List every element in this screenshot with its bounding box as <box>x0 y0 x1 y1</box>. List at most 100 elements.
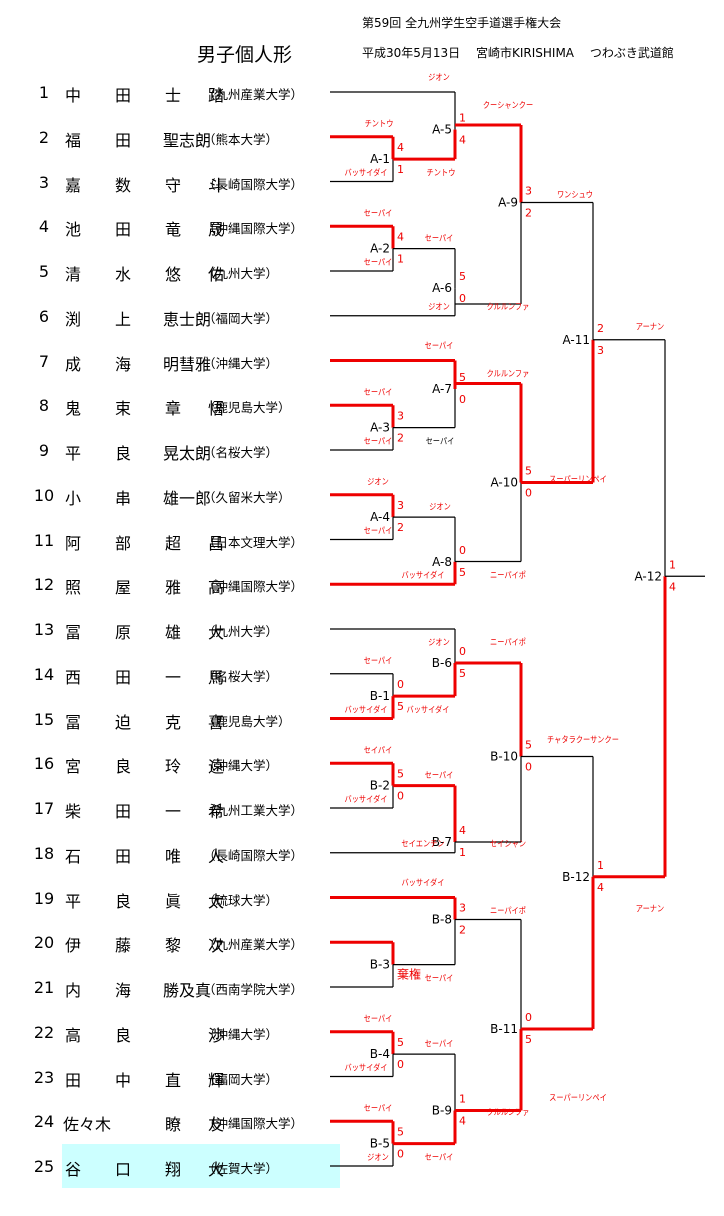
kata-label: セーパイ <box>364 209 393 219</box>
score-top: 0 <box>459 544 466 557</box>
score-bottom: 5 <box>459 566 466 579</box>
player-name-part: 海 <box>114 981 131 1000</box>
kata-label: セイパイ <box>364 746 393 756</box>
player-university: （久留米大学） <box>203 489 291 505</box>
player-number: 18 <box>33 843 55 863</box>
match-id: A-9 <box>498 196 518 210</box>
player-university: （鹿児島大学） <box>203 713 291 729</box>
player-number: 25 <box>33 1157 55 1176</box>
score-top: 1 <box>597 859 604 872</box>
player-name-part: 田 <box>114 802 131 821</box>
player-number: 4 <box>38 217 50 237</box>
score-top: 0 <box>525 1011 532 1024</box>
player-name-part: 大 <box>207 1160 224 1179</box>
score-bottom: 5 <box>459 667 466 680</box>
player-university: （鹿児島大学） <box>203 400 291 416</box>
player-name-part: 西 <box>64 667 81 687</box>
score-bottom: 0 <box>397 1148 404 1161</box>
player-name-part: 輝 <box>207 1070 224 1090</box>
player-name-part: 希 <box>207 802 224 821</box>
player-name-part: 恵士朗 <box>163 309 212 329</box>
player-name-part: 伊 <box>64 936 81 956</box>
player-name-part: 鬼 <box>64 399 81 419</box>
kata-label: セーパイ <box>364 436 393 446</box>
player-name-part: 佑 <box>207 265 224 284</box>
score-bottom: 5 <box>397 700 404 713</box>
row-highlight <box>62 1144 340 1188</box>
player-name-part: 踏 <box>207 86 224 105</box>
kata-label: チントウ <box>427 168 456 178</box>
player-name-part: 平 <box>64 891 81 911</box>
kata-label: ジオン <box>367 477 389 487</box>
score-bottom: 4 <box>459 1115 466 1128</box>
match-id: B-4 <box>370 1047 390 1061</box>
kata-label: セーパイ <box>425 341 454 351</box>
score-bottom: 4 <box>597 881 604 894</box>
player-name-part: 藤 <box>114 936 131 956</box>
player-name-part: 原 <box>114 623 131 642</box>
score-top: 5 <box>397 768 404 781</box>
player-name-part: 遠 <box>207 757 224 777</box>
player-number: 17 <box>33 799 55 818</box>
player-name-part: 雅 <box>164 578 181 598</box>
kata-label: セーパイ <box>364 656 393 666</box>
kata-label: クルルンファ <box>487 369 530 379</box>
player-name-part: 渕 <box>64 309 81 329</box>
score-top: 2 <box>597 322 604 335</box>
score-bottom: 0 <box>459 393 466 406</box>
kata-label: スーパーリンペイ <box>549 474 607 484</box>
kata-label: チャタラクーサンクー <box>547 735 619 745</box>
player-name-part: 佐々木 <box>63 1115 112 1135</box>
kata-label: セーパイ <box>364 257 393 267</box>
player-name-part: 馬 <box>207 667 224 687</box>
player-name-part: 昌 <box>207 533 224 553</box>
player-university: （長崎国際大学） <box>203 847 304 863</box>
player-number: 14 <box>33 664 55 684</box>
kata-label: セーパイ <box>364 1104 393 1114</box>
player-number: 9 <box>38 441 50 460</box>
player-university: （福岡大学） <box>203 310 279 326</box>
score-top: 3 <box>459 902 466 915</box>
match-id: B-6 <box>432 656 452 670</box>
player-name-part: 水 <box>114 265 131 284</box>
player-name-part: 晟 <box>207 220 224 240</box>
player-name-part: 宮 <box>64 757 81 777</box>
player-name-part: 斗 <box>207 175 224 195</box>
player-number: 16 <box>33 754 55 774</box>
score-top: 4 <box>397 141 404 154</box>
score-top: 5 <box>397 1126 404 1139</box>
player-name-part: 清 <box>64 265 81 284</box>
player-university: （九州産業大学） <box>203 937 304 953</box>
player-name-part: 良 <box>114 444 131 463</box>
player-name-part: 成 <box>64 354 81 374</box>
score-bottom: 1 <box>397 163 404 176</box>
player-name-part: 一 <box>164 802 181 821</box>
player-name-part: 悟 <box>207 399 224 419</box>
player-number: 8 <box>38 396 50 416</box>
player-name-part: 冨 <box>64 623 81 642</box>
player-name-part: 勝及真 <box>163 981 212 1000</box>
score-bottom: 4 <box>459 134 466 147</box>
score-bottom: 3 <box>597 344 604 357</box>
score-bottom: 0 <box>397 790 404 803</box>
score-top: 3 <box>397 499 404 512</box>
player-name-part: 章 <box>164 399 181 419</box>
player-name-part: 冨 <box>64 712 81 732</box>
player-name-part: 串 <box>114 488 131 508</box>
player-number: 23 <box>33 1067 55 1087</box>
player-name-part: 良 <box>114 1025 131 1045</box>
kata-label: ジオン <box>367 1152 389 1162</box>
score-bottom: 棄権 <box>397 967 421 982</box>
score-top: 5 <box>459 270 466 283</box>
kata-label: クルルンファ <box>487 302 530 312</box>
player-number: 22 <box>33 1022 55 1042</box>
